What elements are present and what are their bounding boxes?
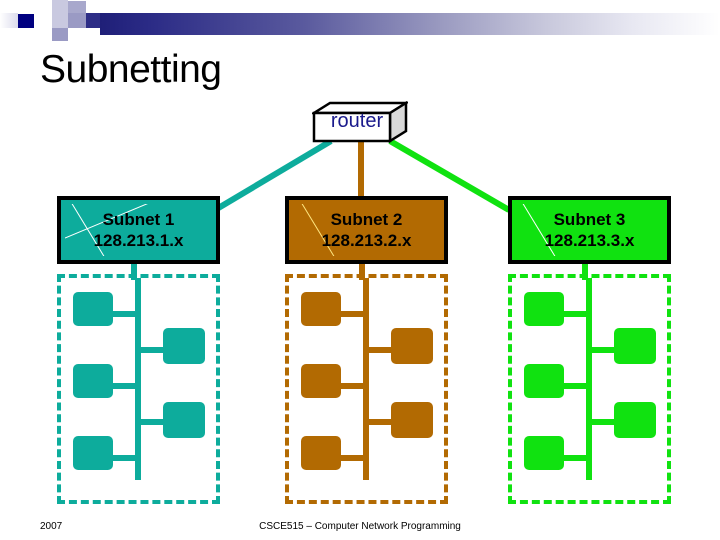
router-label: router	[330, 110, 384, 132]
router-node[interactable]: router	[312, 101, 408, 143]
header-square-decor	[18, 14, 34, 28]
header-square-decor	[86, 0, 100, 13]
host-node	[163, 402, 205, 438]
subnet-3-name: Subnet 3	[553, 209, 626, 229]
host-node	[301, 292, 341, 326]
subnet-2-host-region	[285, 274, 448, 504]
subnet-3-address: 128.213.3.x	[544, 231, 635, 250]
host-node	[163, 328, 205, 364]
header-square-decor	[34, 28, 52, 34]
header-square-decor	[52, 13, 68, 28]
footer-date: 2007	[40, 521, 63, 532]
subnet-1-address: 128.213.1.x	[93, 231, 184, 250]
subnet-1-host-topology	[73, 278, 205, 480]
host-node	[73, 364, 113, 398]
header-square-decor	[68, 1, 86, 13]
header-square-decor	[52, 28, 68, 41]
footer-course: CSCE515 – Computer Network Programming	[259, 521, 461, 532]
subnet-3-host-region	[508, 274, 671, 504]
subnet-2-name: Subnet 2	[330, 209, 403, 229]
subnet-1-label-box[interactable]: Subnet 1 128.213.1.x	[57, 196, 220, 264]
subnet-1-host-region	[57, 274, 220, 504]
host-node	[73, 292, 113, 326]
header-square-decor	[68, 13, 86, 28]
subnet-3-host-topology	[524, 278, 656, 480]
header-square-decor	[52, 0, 68, 13]
subnet-3-label-box[interactable]: Subnet 3 128.213.3.x	[508, 196, 671, 264]
link-router-subnet-3	[388, 138, 511, 213]
router-3d-box-icon	[312, 101, 408, 143]
host-node	[301, 436, 341, 470]
subnet-2-label-box[interactable]: Subnet 2 128.213.2.x	[285, 196, 448, 264]
host-node	[524, 436, 564, 470]
header-square-decor	[0, 13, 18, 28]
host-node	[614, 328, 656, 364]
header-square-decor	[34, 0, 52, 14]
header-square-decor	[86, 13, 100, 28]
subnet-2-host-topology	[301, 278, 433, 480]
host-node	[391, 402, 433, 438]
header-gradient-bar	[100, 13, 720, 35]
host-node	[524, 292, 564, 326]
subnet-1-name: Subnet 1	[102, 209, 175, 229]
page-title: Subnetting	[40, 48, 222, 91]
host-node	[391, 328, 433, 364]
host-node	[524, 364, 564, 398]
host-node	[301, 364, 341, 398]
host-node	[614, 402, 656, 438]
host-node	[73, 436, 113, 470]
subnet-2-address: 128.213.2.x	[321, 231, 412, 250]
link-router-subnet-1	[213, 138, 333, 213]
